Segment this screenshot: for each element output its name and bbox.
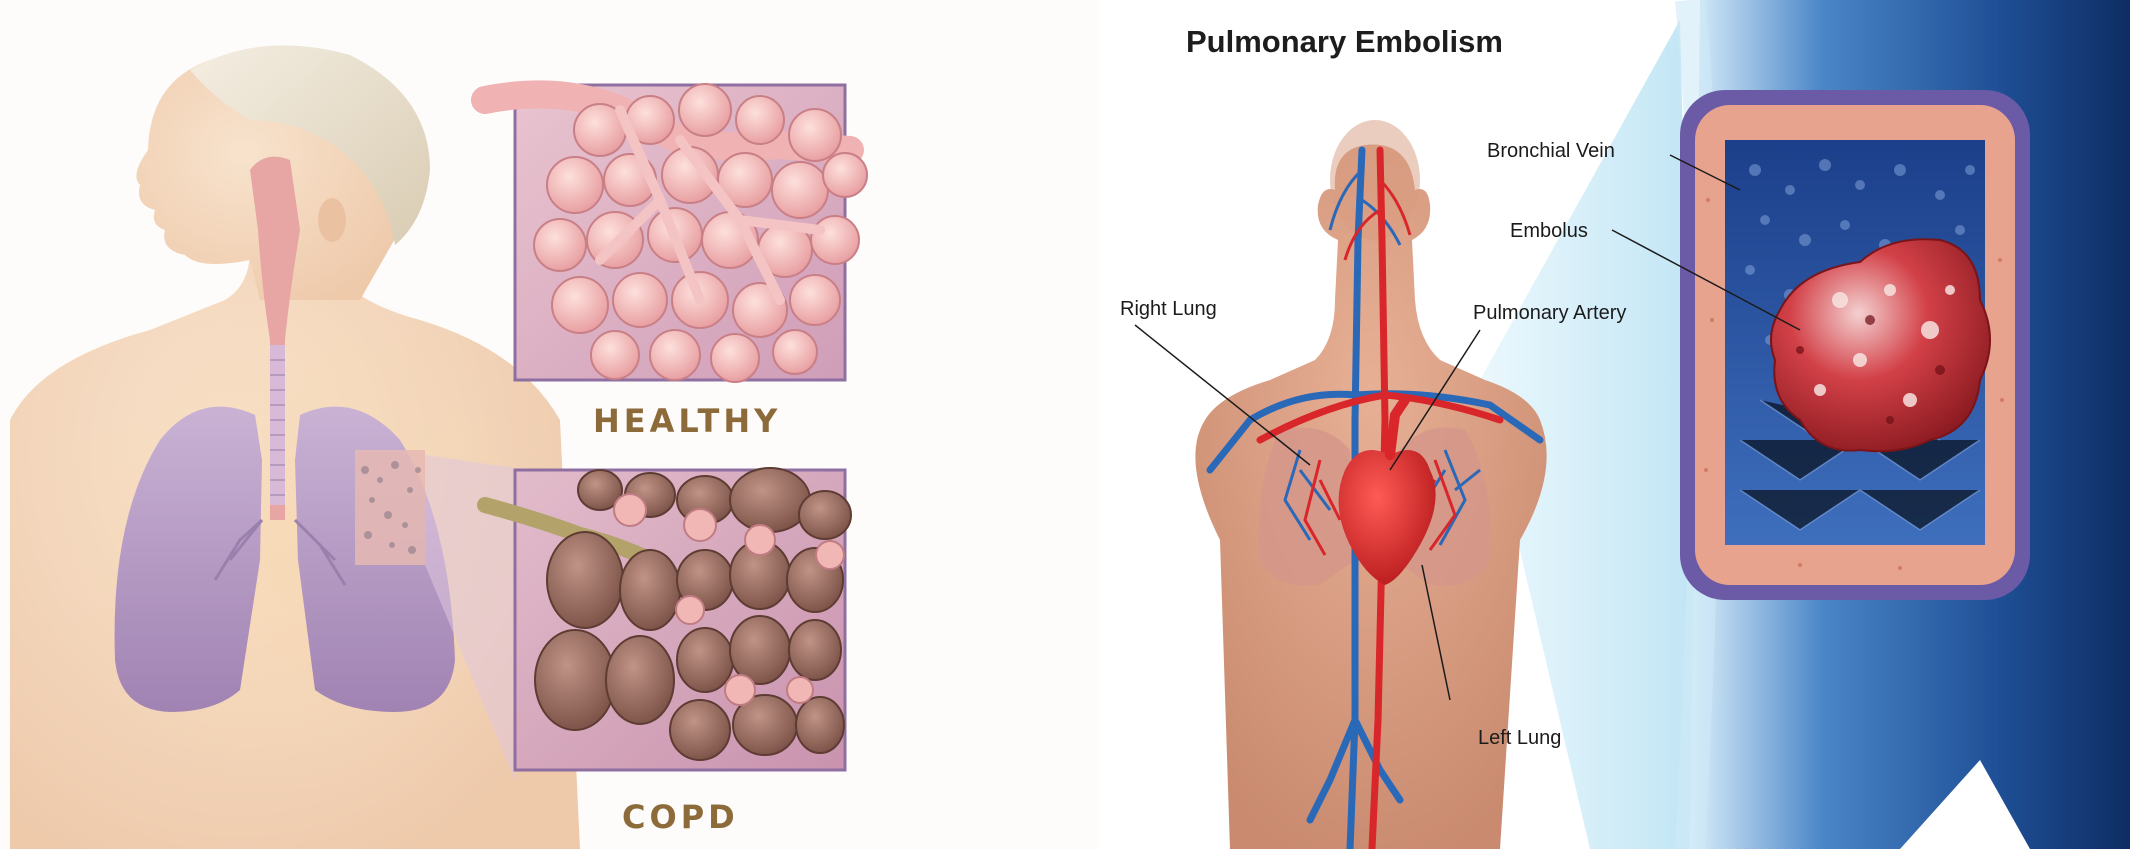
- pulmonary-embolism-illustration: [1134, 0, 2130, 849]
- healthy-label: HEALTHY: [593, 402, 781, 440]
- label-right-lung: Right Lung: [1120, 298, 1217, 320]
- copd-illustration-panel: HEALTHY COPD: [10, 45, 868, 849]
- label-pulmonary-artery: Pulmonary Artery: [1473, 302, 1627, 324]
- label-embolus: Embolus: [1510, 220, 1588, 242]
- label-left-lung: Left Lung: [1478, 727, 1562, 749]
- copd-alveoli-inset: [477, 467, 852, 772]
- lungs: [114, 406, 455, 712]
- embolus-clot: [1770, 238, 1991, 453]
- healthy-alveoli-inset: [471, 80, 868, 383]
- magnification-beam: [1480, 20, 1700, 849]
- copd-illustration: HEALTHY COPD: [10, 45, 868, 849]
- heart: [1338, 450, 1436, 585]
- leader-lines: [1134, 154, 1801, 701]
- pulmonary-embolism-panel: Pulmonary Embolism Right Lung Pulmonary …: [1100, 0, 2130, 849]
- copd-label: COPD: [622, 798, 739, 836]
- zoom-wedge: [425, 455, 515, 780]
- human-body-circulation: [1195, 120, 1547, 849]
- page-title: Pulmonary Embolism: [1186, 24, 1503, 59]
- label-bronchial-vein: Bronchial Vein: [1487, 140, 1615, 162]
- airway-trachea: [250, 156, 300, 520]
